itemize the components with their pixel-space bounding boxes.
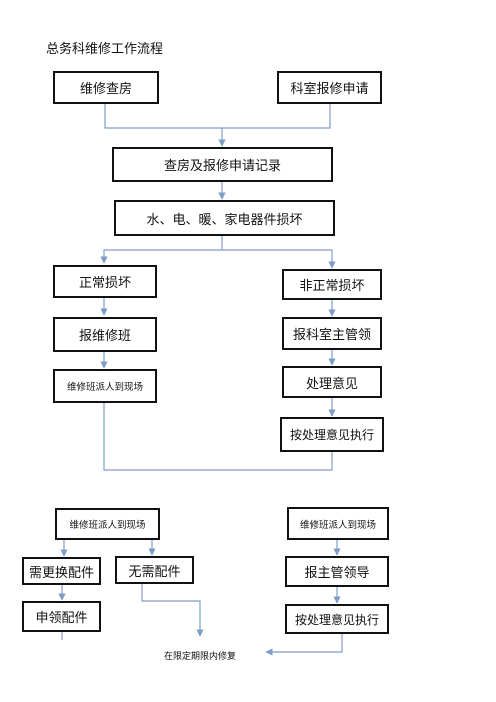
node-report-leader: 报主管领导 (285, 556, 389, 587)
node-dispatch-b: 维修班派人到现场 (55, 508, 160, 540)
node-no-parts: 无需配件 (115, 556, 194, 584)
connector-damage-to-abnormal (222, 249, 336, 269)
connector-noparts-to-repair (141, 584, 204, 637)
connector-damage-to-normal (100, 236, 223, 264)
node-dispatch-a: 维修班派人到现场 (53, 369, 157, 403)
connector-request-to-record (222, 104, 331, 129)
node-damage: 水、电、暖、家电器件损坏 (114, 200, 335, 236)
node-abnormal: 非正常损坏 (282, 269, 382, 300)
node-repair-inspect: 维修查房 (53, 71, 159, 104)
connector-execute-to-repair (265, 634, 343, 656)
node-report-team: 报维修班 (53, 317, 157, 352)
node-opinion: 处理意见 (282, 366, 382, 398)
node-need-parts: 需更换配件 (22, 557, 101, 585)
node-claim-parts: 申领配件 (22, 601, 101, 632)
node-normal: 正常损坏 (53, 265, 157, 298)
node-dept-request: 科室报修申请 (277, 71, 382, 104)
node-repair-in-time: 在限定期限内修复 (164, 652, 237, 662)
node-dispatch-c: 维修班派人到现场 (287, 507, 389, 540)
node-report-dept-head: 报科室主管领 (282, 317, 382, 350)
page-title: 总务科维修工作流程 (46, 42, 164, 57)
node-execute-a: 按处理意见执行 (280, 417, 384, 452)
node-execute-b: 按处理意见执行 (285, 604, 389, 634)
connector-inspect-to-record (104, 104, 226, 147)
node-record: 查房及报修申请记录 (112, 147, 333, 182)
connector-merge (103, 403, 333, 471)
